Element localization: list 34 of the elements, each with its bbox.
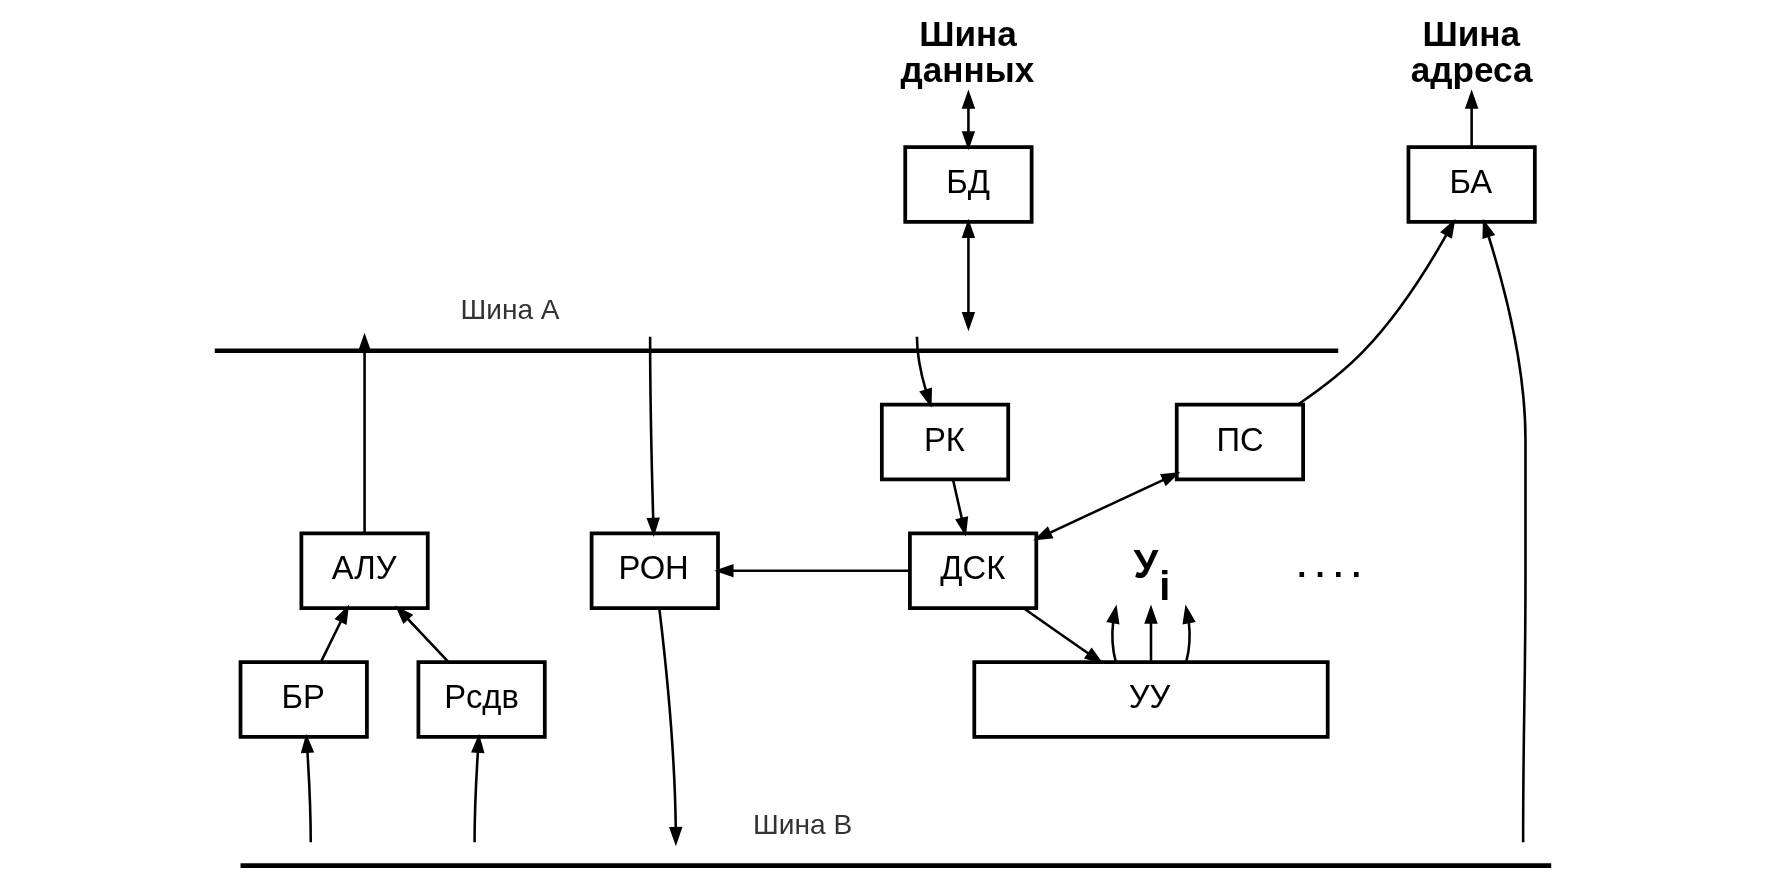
arrow (300, 733, 314, 842)
node-box: ПС (1174, 402, 1305, 481)
arrow (1105, 604, 1119, 662)
arrow (713, 563, 909, 577)
node-box: ДСК (907, 530, 1038, 610)
arrow (1297, 218, 1455, 405)
label: . . . . (1296, 546, 1361, 584)
node-box: Рсдв (416, 659, 547, 739)
arrow (470, 733, 484, 842)
arrow (1143, 603, 1158, 661)
node-text: Шина адреса (1410, 13, 1533, 89)
node-box: АЛУ (299, 530, 430, 610)
node-box: БР (238, 659, 369, 739)
arrow (915, 336, 932, 408)
node-text: Шина В (752, 808, 852, 840)
node-box: РОН (589, 530, 720, 610)
node-text: Шина данных (900, 13, 1034, 89)
arrow (1032, 471, 1180, 540)
node-box: РК (879, 402, 1010, 481)
node-box: БД (902, 144, 1033, 224)
arrow (961, 89, 975, 150)
arrow (1481, 218, 1527, 842)
arrow (357, 332, 371, 533)
arrow (657, 608, 682, 846)
arrow (394, 604, 449, 662)
arrow (951, 478, 968, 536)
arrow (961, 218, 975, 331)
arrow (645, 336, 660, 537)
arrow (1182, 604, 1196, 662)
arrow (1464, 89, 1478, 146)
node-text: Шина А (460, 293, 560, 325)
arrow (319, 604, 349, 662)
node-box: БА (1406, 144, 1537, 224)
node-box: УУ (971, 659, 1330, 739)
